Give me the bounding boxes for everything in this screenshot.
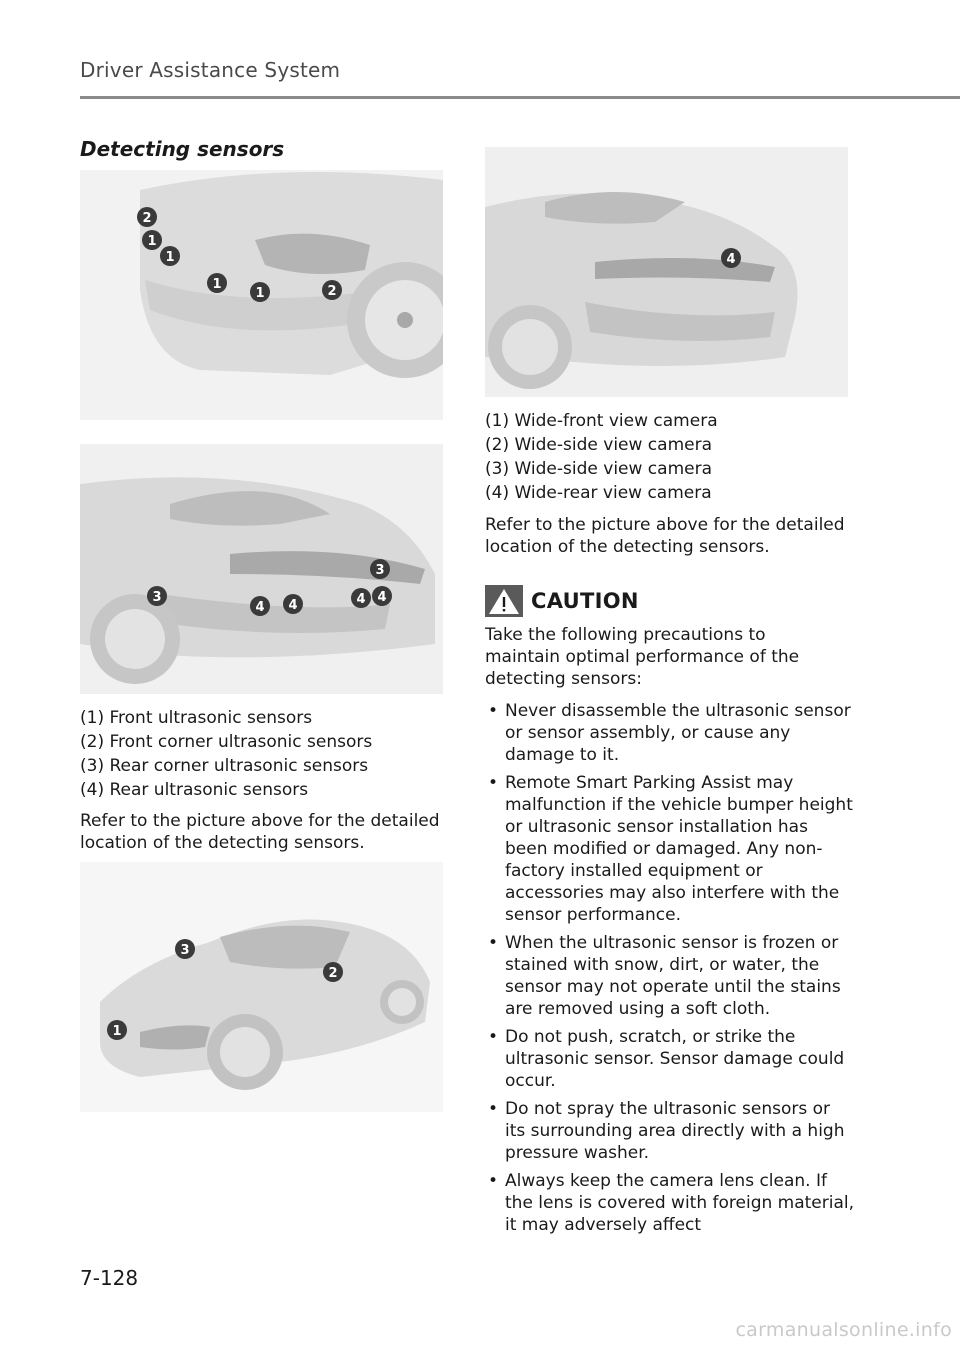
svg-text:1: 1 [212, 277, 221, 292]
caution-bullet: Do not spray the ultrasonic sensors or i… [485, 1098, 855, 1164]
camera-list-item: (4) Wide-rear view camera [485, 483, 712, 503]
sensor-list-item: (1) Front ultrasonic sensors [80, 708, 313, 728]
sensor-badge: 4 [351, 588, 371, 608]
page-number: 7-128 [80, 1266, 139, 1290]
svg-text:1: 1 [112, 1024, 121, 1039]
caution-heading: CAUTION [485, 585, 639, 617]
svg-text:1: 1 [165, 250, 174, 265]
svg-text:4: 4 [356, 592, 365, 607]
caution-bullet-list: Never disassemble the ultrasonic sensor … [485, 700, 855, 1242]
side-view-figure: 3 2 1 [80, 862, 443, 1112]
sensor-badge: 1 [142, 230, 162, 250]
front-bumper-figure: 2 1 1 1 1 2 [80, 170, 443, 420]
side-view-illustration: 3 2 1 [80, 862, 443, 1112]
sensor-badge: 2 [137, 207, 157, 227]
rear-camera-figure: 4 [485, 147, 848, 397]
sensor-badge: 4 [372, 586, 392, 606]
camera-list-item: (1) Wide-front view camera [485, 411, 718, 431]
camera-list: (1) Wide-front view camera (2) Wide-side… [485, 409, 855, 505]
camera-list-item: (3) Wide-side view camera [485, 459, 713, 479]
camera-badge: 4 [721, 248, 741, 268]
caution-bullet: Do not push, scratch, or strike the ultr… [485, 1026, 855, 1092]
caution-label: CAUTION [531, 589, 639, 613]
camera-badge: 1 [107, 1020, 127, 1040]
watermark: carmanualsonline.info [735, 1319, 952, 1341]
svg-text:3: 3 [180, 943, 189, 958]
rear-bumper-illustration: 3 3 4 4 4 4 [80, 444, 443, 694]
header-divider [80, 96, 960, 99]
front-bumper-illustration: 2 1 1 1 1 2 [80, 170, 443, 420]
svg-text:2: 2 [327, 284, 336, 299]
rear-camera-illustration: 4 [485, 147, 848, 397]
sensor-badge: 1 [250, 282, 270, 302]
camera-refer-text: Refer to the picture above for the detai… [485, 515, 845, 557]
sensor-list: (1) Front ultrasonic sensors (2) Front c… [80, 706, 450, 802]
header-title: Driver Assistance System [80, 58, 341, 82]
sensor-list-item: (2) Front corner ultrasonic sensors [80, 732, 373, 752]
svg-text:2: 2 [142, 211, 151, 226]
sensor-badge: 2 [322, 280, 342, 300]
rear-bumper-figure: 3 3 4 4 4 4 [80, 444, 443, 694]
camera-list-item: (2) Wide-side view camera [485, 435, 713, 455]
svg-text:1: 1 [255, 286, 264, 301]
svg-text:3: 3 [152, 590, 161, 605]
sensor-badge: 3 [147, 586, 167, 606]
svg-text:4: 4 [255, 600, 264, 615]
sensor-badge: 1 [160, 246, 180, 266]
section-title: Detecting sensors [80, 137, 285, 161]
svg-text:3: 3 [375, 563, 384, 578]
caution-bullet: Remote Smart Parking Assist may malfunct… [485, 772, 855, 926]
sensor-refer-text: Refer to the picture above for the detai… [80, 811, 440, 853]
camera-badge: 2 [323, 962, 343, 982]
sensor-badge: 4 [283, 594, 303, 614]
caution-bullet: Never disassemble the ultrasonic sensor … [485, 700, 855, 766]
caution-bullet: Always keep the camera lens clean. If th… [485, 1170, 855, 1236]
svg-text:4: 4 [726, 252, 735, 267]
svg-text:4: 4 [288, 598, 297, 613]
sensor-badge: 3 [370, 559, 390, 579]
svg-text:4: 4 [377, 590, 386, 605]
svg-text:1: 1 [147, 234, 156, 249]
sensor-list-item: (4) Rear ultrasonic sensors [80, 780, 309, 800]
caution-bullet: When the ultrasonic sensor is frozen or … [485, 932, 855, 1020]
sensor-badge: 4 [250, 596, 270, 616]
sensor-badge: 1 [207, 273, 227, 293]
svg-text:2: 2 [328, 966, 337, 981]
caution-intro: Take the following precautions to mainta… [485, 625, 800, 689]
warning-triangle-icon [485, 585, 523, 617]
sensor-list-item: (3) Rear corner ultrasonic sensors [80, 756, 369, 776]
camera-badge: 3 [175, 939, 195, 959]
